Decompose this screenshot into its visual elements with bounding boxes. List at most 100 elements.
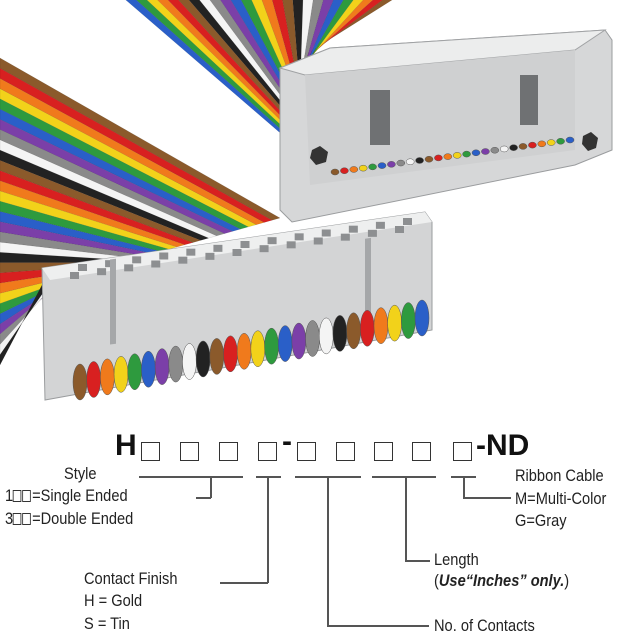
- contact-finish-title: Contact Finish: [84, 569, 178, 588]
- contacts-box-1: [297, 442, 316, 461]
- contact: [291, 322, 307, 360]
- socket-hole: [105, 260, 115, 268]
- contact: [182, 343, 197, 380]
- contact: [405, 158, 415, 166]
- contact-finish-tin: S = Tin: [84, 614, 130, 633]
- style-box-1: [141, 442, 160, 461]
- contact: [490, 146, 500, 154]
- style-box-3: [219, 442, 238, 461]
- contact: [373, 307, 389, 344]
- contact: [424, 155, 434, 163]
- contact: [499, 145, 509, 153]
- style-box-2: [180, 442, 199, 461]
- contact: [349, 166, 359, 173]
- ribbon-cable-assembly-image: [0, 0, 613, 401]
- contact: [305, 320, 320, 357]
- contact: [518, 143, 528, 150]
- contact: [546, 139, 556, 146]
- socket-hole: [294, 233, 304, 241]
- socket-hole: [151, 260, 161, 268]
- contact: [330, 168, 340, 176]
- socket-hole: [375, 221, 385, 229]
- contact: [387, 304, 402, 342]
- length-box-1: [374, 442, 393, 461]
- leader-contacts-h: [327, 625, 429, 627]
- socket-hole: [240, 241, 250, 248]
- contact: [127, 353, 142, 391]
- socket-hole: [403, 218, 412, 225]
- contact: [223, 335, 238, 373]
- leader-style-v: [210, 476, 212, 498]
- contact: [481, 148, 490, 155]
- contact: [414, 299, 430, 337]
- contact: [141, 350, 156, 388]
- socket-hole: [259, 245, 269, 253]
- ribbon-title: Ribbon Cable: [515, 466, 604, 485]
- length-box-2: [412, 442, 431, 461]
- leader-finish-v: [267, 476, 269, 583]
- contact: [72, 363, 88, 401]
- ribbon-box: [453, 442, 472, 461]
- contact: [236, 333, 252, 370]
- contact: [358, 164, 368, 172]
- leader-finish-h: [220, 582, 268, 584]
- leader-length-v: [405, 476, 407, 561]
- socket-hole: [321, 229, 331, 237]
- socket-hole: [286, 241, 296, 249]
- contact: [368, 163, 377, 171]
- socket-hole: [313, 237, 323, 245]
- contact-finish-box: [258, 442, 277, 461]
- contact: [377, 162, 387, 169]
- contact: [565, 136, 575, 144]
- contact: [113, 356, 129, 393]
- contact: [209, 338, 225, 375]
- contact: [264, 327, 279, 365]
- socket-hole: [205, 252, 215, 260]
- contact: [415, 157, 424, 164]
- part-number-prefix: H: [115, 429, 137, 462]
- contact: [462, 150, 471, 158]
- length-title: Length: [434, 550, 479, 569]
- socket-hole: [395, 226, 404, 233]
- underline-style: [139, 476, 243, 478]
- ribbon-option-gray: G=Gray: [515, 511, 567, 530]
- contact: [154, 348, 170, 385]
- contact: [452, 152, 462, 159]
- lower-ribbon-cable: [0, 57, 281, 366]
- lower-connector-contact-row: [72, 299, 430, 401]
- contacts-title: No. of Contacts: [434, 616, 535, 635]
- ribbon-option-multicolor: M=Multi-Color: [515, 489, 607, 508]
- length-note: (Use“Inches” only.): [434, 571, 570, 590]
- contact: [401, 302, 416, 339]
- lower-connector-socket-holes: [70, 218, 412, 279]
- contact: [387, 161, 396, 168]
- contact: [318, 317, 334, 355]
- leader-ribbon-h: [463, 497, 511, 499]
- contact: [277, 325, 293, 362]
- socket-hole: [267, 237, 277, 245]
- contact: [340, 167, 349, 174]
- contact: [332, 315, 348, 352]
- socket-hole: [213, 244, 223, 252]
- contact-finish-gold: H = Gold: [84, 591, 143, 610]
- part-number-separator: -: [282, 425, 292, 458]
- leader-style-h: [196, 497, 211, 499]
- leader-contacts-v: [327, 476, 329, 626]
- style-title: Style: [64, 464, 97, 483]
- contact: [537, 140, 547, 148]
- socket-hole: [186, 248, 196, 256]
- socket-hole: [70, 272, 79, 279]
- leader-ribbon-v: [463, 476, 465, 498]
- contacts-box-2: [336, 442, 355, 461]
- contact: [528, 141, 537, 149]
- socket-hole: [124, 264, 134, 272]
- contact: [346, 312, 361, 350]
- underline-length: [372, 476, 436, 478]
- socket-hole: [340, 233, 350, 241]
- contact: [195, 340, 211, 378]
- contact: [100, 358, 115, 396]
- socket-hole: [159, 252, 169, 260]
- contact: [86, 361, 101, 398]
- contact: [434, 154, 443, 162]
